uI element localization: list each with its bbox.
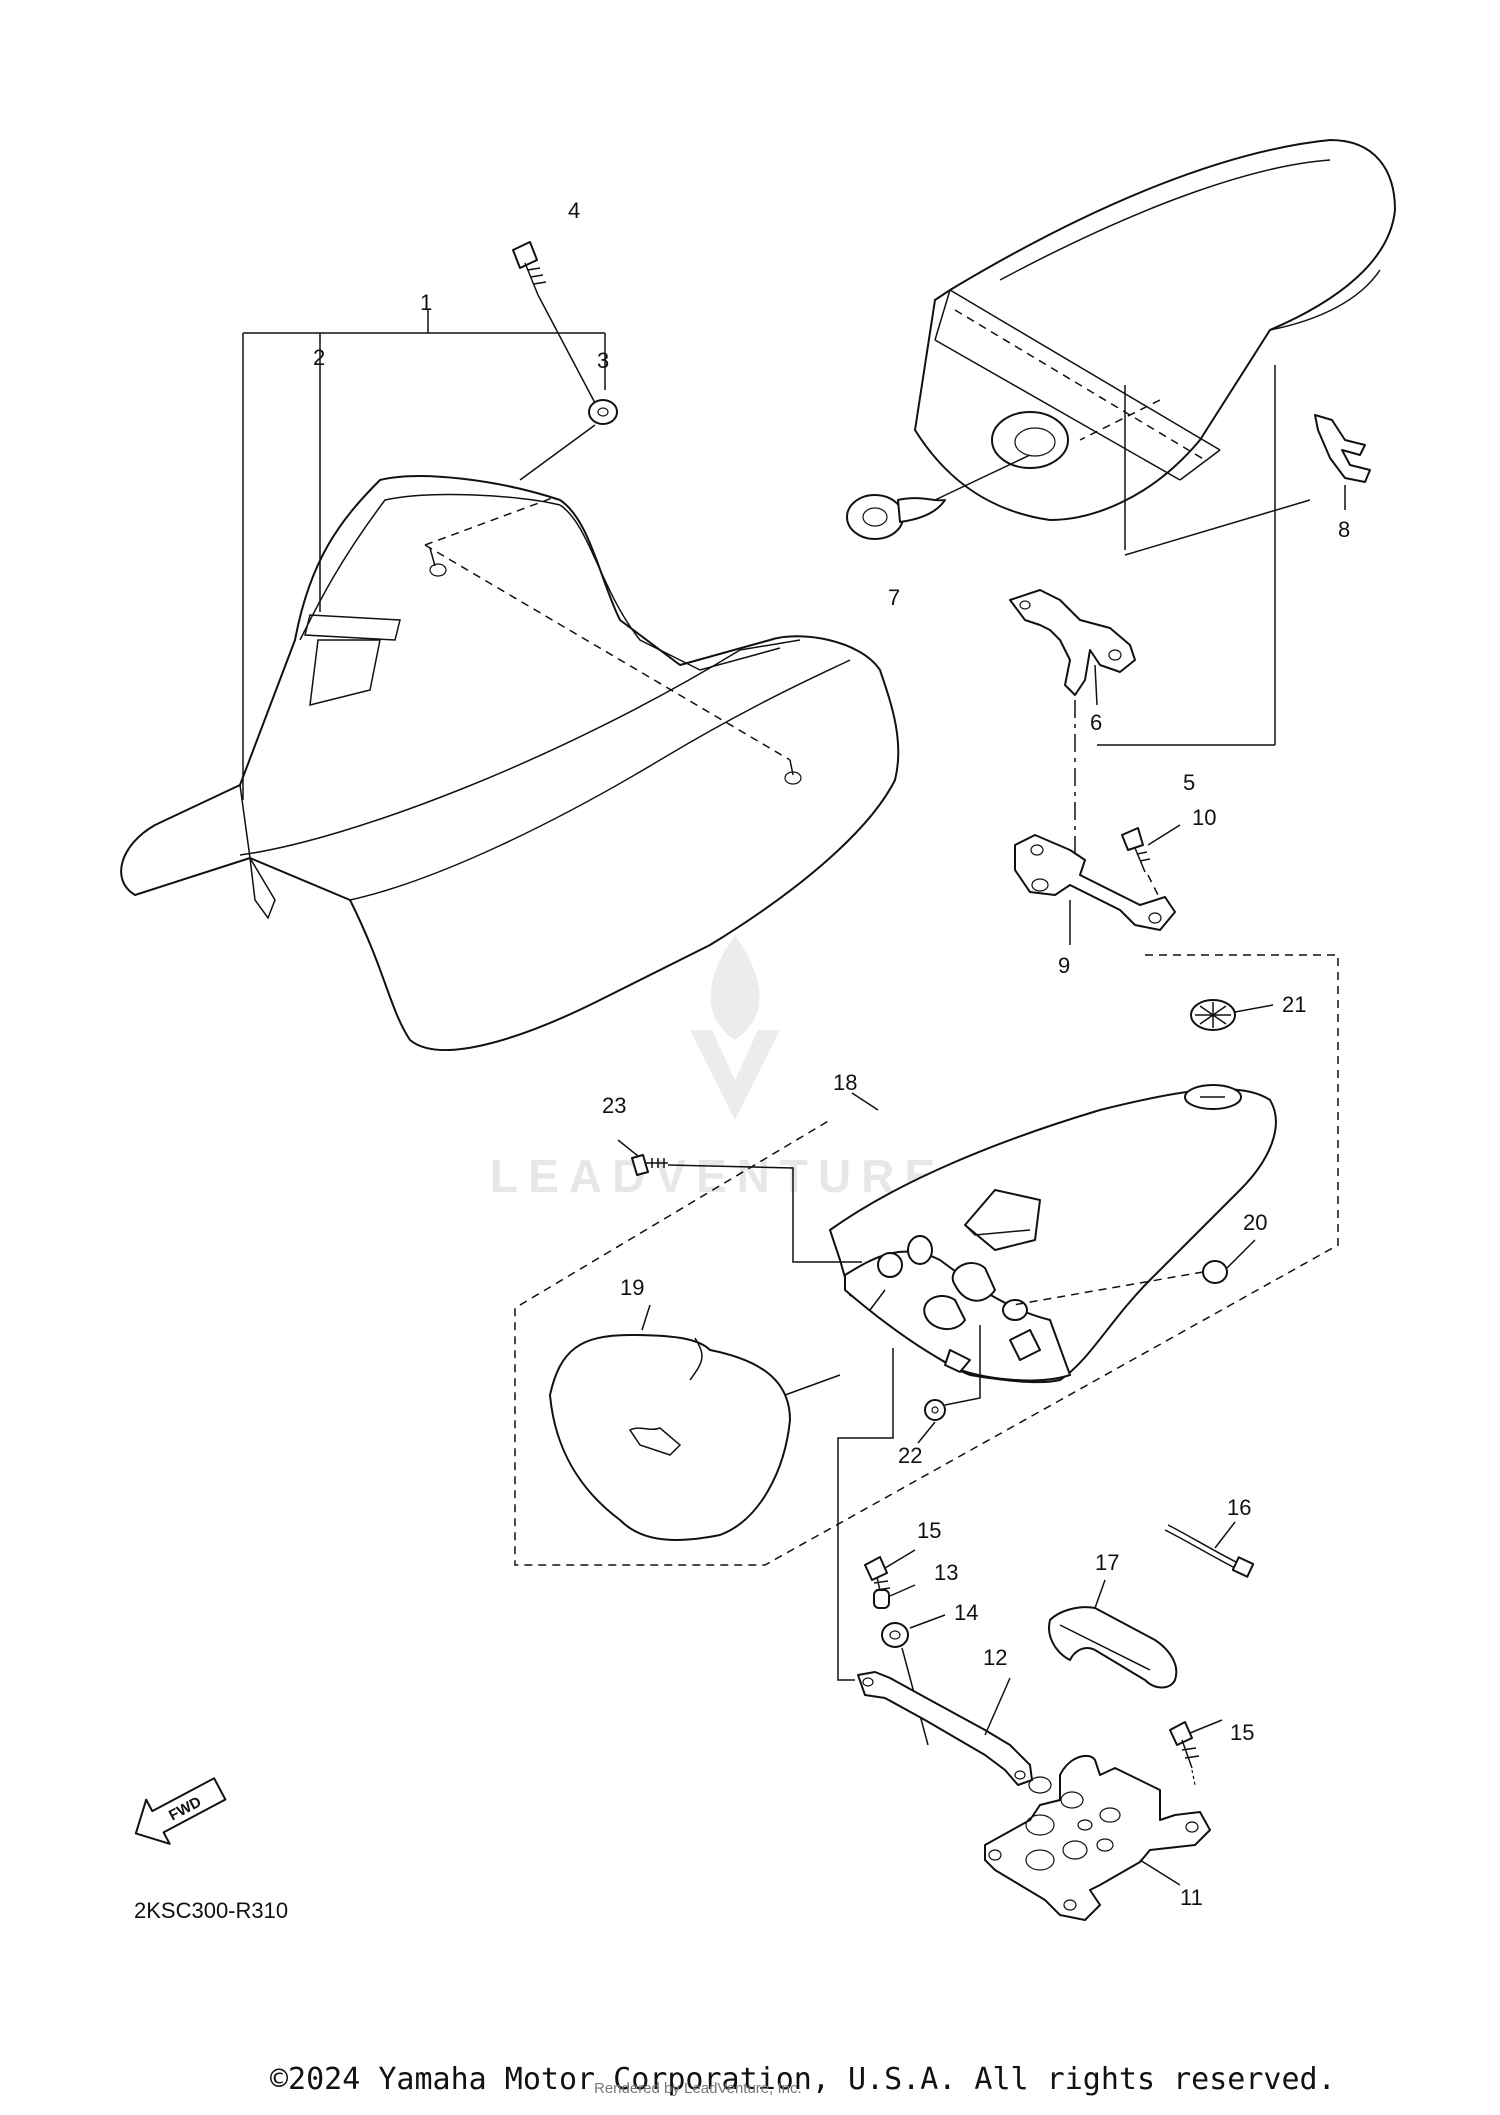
- bolt-15a: [864, 1549, 916, 1601]
- leader-12: [837, 1348, 894, 1681]
- bolt-4: [512, 241, 596, 404]
- group-box-18: [514, 954, 1339, 1566]
- watermark-text: LEADVENTURE: [490, 1150, 945, 1202]
- callout-21: 21: [1282, 992, 1306, 1017]
- callout-5: 5: [1183, 770, 1195, 795]
- cap-21: [1190, 999, 1274, 1031]
- seat-cowl-18: [829, 1084, 1277, 1384]
- hook-6: [1009, 589, 1136, 706]
- pillion-seat: [914, 139, 1396, 745]
- callout-13: 13: [934, 1560, 958, 1585]
- callout-14: 14: [954, 1600, 978, 1625]
- callout-7: 7: [888, 585, 900, 610]
- clip-8: [1314, 414, 1371, 510]
- nut-20: [1012, 1239, 1256, 1306]
- callout-4: 4: [568, 198, 580, 223]
- rider-seat: [120, 475, 900, 1051]
- plate-11: [984, 1754, 1211, 1921]
- washer-22: [917, 1325, 981, 1444]
- bracket-9: [1014, 834, 1176, 945]
- cable-tie-16: [1164, 1521, 1255, 1578]
- spacer-13: [873, 1584, 916, 1609]
- callout-1: 1: [420, 290, 432, 315]
- copyright-notice: ©2024 Yamaha Motor Corporation, U.S.A. A…: [270, 2062, 1336, 2097]
- callout-10: 10: [1192, 805, 1216, 830]
- seat-lock-7: [846, 454, 1031, 540]
- callout-23: 23: [602, 1093, 626, 1118]
- screw-23: [617, 1139, 862, 1263]
- stay-12: [857, 1671, 1033, 1786]
- callout-19: 19: [620, 1275, 644, 1300]
- seat-cowl-pad-19: [549, 1304, 841, 1541]
- leader-1: [242, 310, 606, 800]
- callout-labels: 1 2 3 4 5 6 7 8 9 10 11 12 13 14 15 15 1…: [313, 198, 1350, 1910]
- leader-18: [851, 1092, 879, 1111]
- callout-8: 8: [1338, 517, 1350, 542]
- callout-20: 20: [1243, 1210, 1267, 1235]
- callout-11: 11: [1180, 1885, 1203, 1910]
- clip-17: [1048, 1579, 1178, 1689]
- callout-15a: 15: [917, 1518, 941, 1543]
- callout-17: 17: [1095, 1550, 1119, 1575]
- rendered-by: Rendered by LeadVenture, Inc.: [594, 2080, 802, 2097]
- fwd-arrow: FWD: [134, 1777, 227, 1845]
- callout-9: 9: [1058, 953, 1070, 978]
- bolt-10: [1121, 824, 1181, 896]
- callout-3: 3: [597, 348, 609, 373]
- watermark: LEADVENTURE: [490, 935, 945, 1202]
- callout-12: 12: [983, 1645, 1007, 1670]
- washer-3: [519, 399, 618, 481]
- callout-16: 16: [1227, 1495, 1251, 1520]
- callout-22: 22: [898, 1443, 922, 1468]
- callout-18: 18: [833, 1070, 857, 1095]
- bolt-15b: [1169, 1719, 1223, 1786]
- callout-15b: 15: [1230, 1720, 1254, 1745]
- diagram-code: 2KSC300-R310: [134, 1898, 288, 1923]
- callout-6: 6: [1090, 710, 1102, 735]
- callout-2: 2: [313, 345, 325, 370]
